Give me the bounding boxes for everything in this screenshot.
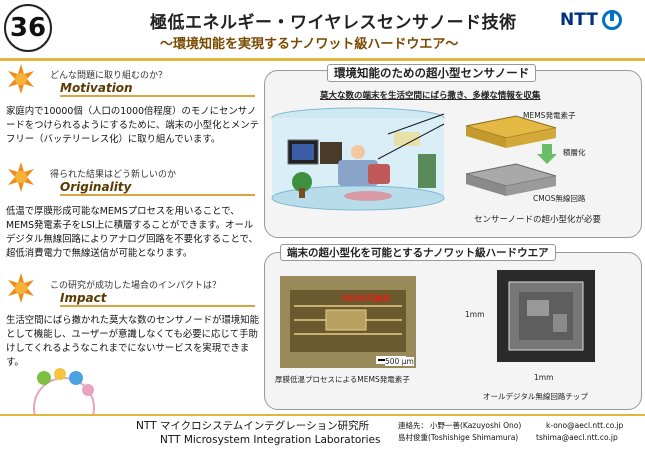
- motivation-body: 家庭内で10000個（人口の1000倍程度）のモノにセンサノードをつけられるよう…: [6, 106, 259, 145]
- stack-label: 積層化: [563, 148, 586, 157]
- page-subtitle: ～環境知能を実現するナノワット級ハードウエア～: [160, 37, 459, 52]
- panel1-caption: 莫大な数の端末を生活空間にばら撒き、多様な情報を収集: [320, 91, 541, 101]
- originality-heading: Originality: [60, 180, 255, 196]
- originality-question: 得られた結果はどう新しいのか: [50, 170, 177, 180]
- contact-person-2: 島村俊重(Toshishige Shimamura): [398, 433, 519, 442]
- mems-caption: 厚膜低温プロセスによるMEMS発電素子: [275, 375, 410, 384]
- contact-label: 連絡先：: [398, 421, 428, 430]
- impact-heading: Impact: [60, 291, 255, 307]
- sun-star-icon: [8, 64, 34, 94]
- header-divider: [0, 58, 645, 61]
- sun-star-icon: [8, 162, 34, 192]
- living-room-illustration: [271, 107, 445, 211]
- mems-micrograph: [280, 276, 416, 368]
- motivation-question: どんな問題に取り組むのか？: [50, 71, 168, 81]
- panel1-title: 環境知能のための超小型センサノード: [327, 64, 537, 82]
- contact-email-2[interactable]: tshima@aecl.ntt.co.jp: [536, 433, 618, 442]
- stacking-diagram: [465, 115, 557, 196]
- scale-bar-label: 500 μm: [385, 357, 414, 366]
- contact-email-1[interactable]: k-ono@aecl.ntt.co.jp: [546, 421, 624, 430]
- impact-body: 生活空間にばら撒かれた莫大な数のセンサノードが環境知能として機能し、ユーザーが意…: [6, 315, 259, 368]
- page-title: 極低エネルギー・ワイヤレスセンサノード技術: [150, 13, 517, 33]
- originality-body: 低温で厚膜形成可能なMEMSプロセスを用いることで、MEMS発電素子をLSI上に…: [6, 206, 258, 259]
- lab-name-en: NTT Microsystem Integration Laboratories: [160, 434, 381, 446]
- chip-dim-vertical: 1mm: [465, 310, 485, 319]
- chip-caption: オールデジタル無線回路チップ: [483, 392, 588, 401]
- event-logo-icon: [33, 368, 95, 416]
- cmos-label: CMOS無線回路: [533, 194, 586, 203]
- panel2-title: 端末の超小型化を可能とするナノワット級ハードウエア: [280, 244, 556, 261]
- footer-divider: [0, 414, 645, 416]
- sun-star-icon: [8, 273, 34, 303]
- motivation-heading: Motivation: [60, 81, 255, 97]
- chip-dim-horizontal: 1mm: [534, 373, 554, 382]
- logo-text: NTT: [560, 10, 598, 30]
- contact-person-1: 小野一善(Kazuyoshi Ono): [430, 421, 522, 430]
- number-badge: 36: [4, 4, 52, 52]
- impact-question: この研究が成功した場合のインパクトは？: [50, 281, 222, 291]
- mems-tag: MEMS可動部: [342, 294, 390, 303]
- lab-name-jp: NTT マイクロシステムインテグレーション研究所: [136, 420, 370, 432]
- mems-label: MEMS発電素子: [523, 111, 576, 120]
- panel1-bottom-caption: センサーノードの超小型化が必要: [474, 215, 601, 225]
- ntt-logo: NTT: [560, 10, 622, 30]
- radio-chip-photo: [497, 270, 595, 362]
- number-text: 36: [9, 13, 47, 43]
- ntt-logo-icon: [601, 10, 622, 30]
